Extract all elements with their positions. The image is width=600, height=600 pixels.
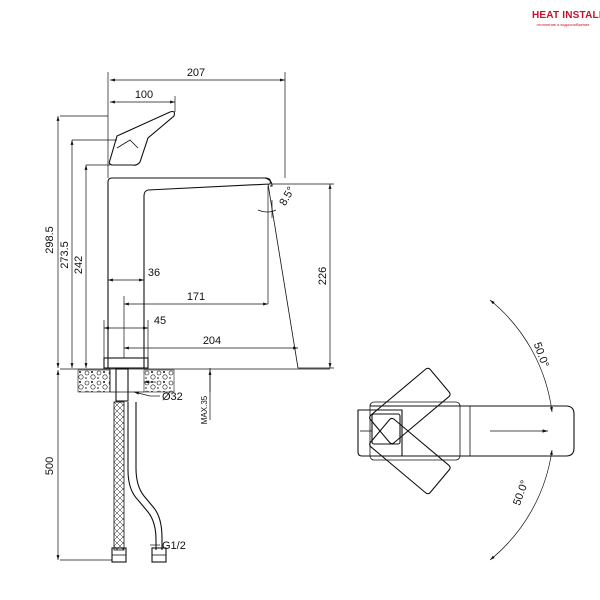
countertop-right [143,369,175,393]
dim-36: 36 [148,267,160,279]
plan-base [357,409,403,457]
dim-207: 207 [187,67,205,79]
angle-label-top: 50.0° [531,341,551,369]
brand-tagline: отопление и водоснабжение [536,22,590,27]
flexible-hose-left [113,401,125,551]
plan-view: 50.0° 50.0° [357,299,575,561]
dim-thread: G1/2 [162,540,186,552]
dim-diameter: Ø32 [162,391,183,403]
water-stream-line [267,183,299,369]
plan-lever-rotated-down [369,417,451,495]
dim-204: 204 [203,335,221,347]
faucet-body [107,177,271,368]
plan-spout [370,405,575,457]
dim-298-5: 298.5 [44,226,56,254]
angle-arc-top [489,299,553,413]
mounting-stud [115,368,129,402]
dim-max35: MAX.35 [200,395,209,424]
angle-arc-bottom [489,449,553,561]
lever-handle [108,110,176,166]
dim-171: 171 [187,291,205,303]
lever-handle-detail [116,139,139,149]
dim-45: 45 [154,315,166,327]
plan-pivot [371,413,401,445]
angle-label-bottom: 50.0° [511,479,531,507]
side-view: 207 100 298.5 273.5 242 36 171 45 204 22… [44,67,334,563]
dim-100: 100 [135,89,153,101]
base-plate [103,357,149,369]
brand-name: HEAT INSTALL [532,10,600,21]
dim-226: 226 [317,267,329,285]
brand-logo: HEAT INSTALL отопление и водоснабжение [532,10,600,27]
dim-angle: 8.5° [277,185,297,208]
plan-lever-center [369,401,461,461]
countertop-left [77,369,111,393]
flexible-hose-right [127,402,157,550]
spout-tip [264,177,273,187]
dim-273-5: 273.5 [59,241,71,269]
dim-242: 242 [73,256,85,274]
dim-500: 500 [44,457,56,475]
